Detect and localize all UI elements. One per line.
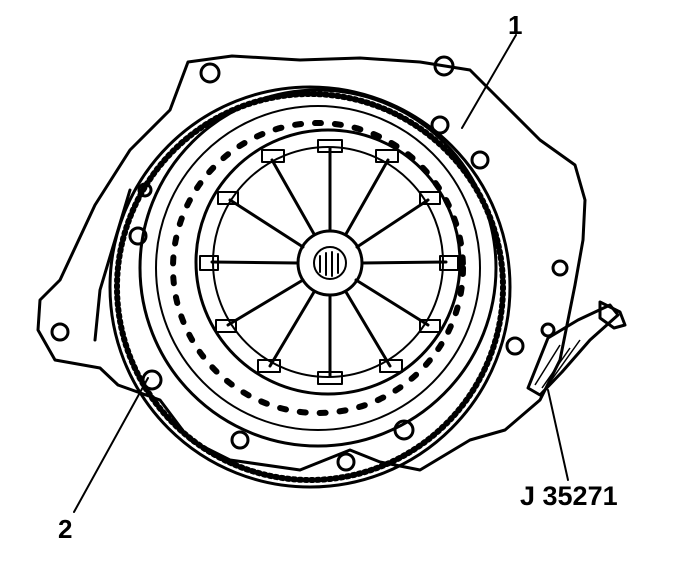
hub [296,229,364,297]
housing-bolt [540,322,556,338]
tool-number-label: J 35271 [520,481,618,511]
release-fingers [210,146,448,378]
hub-splines [319,251,339,277]
housing-bolt [433,55,455,77]
flywheel-teeth [114,91,506,483]
housing-bolt [199,62,221,84]
housing-bolt [50,322,70,342]
flywheel-ring [108,85,512,489]
pressure-plate-dash [170,120,466,416]
pressure-plate-rim [155,105,481,431]
housing-bolt [551,259,569,277]
leader-tool [547,389,569,481]
leader-2 [73,377,149,513]
pressure-plate-outer [138,88,498,448]
callout-2-label: 2 [58,514,73,544]
holding-tool [526,303,620,397]
hub-bore [313,246,347,280]
holding-tool-tip [598,300,627,330]
engine-housing [36,54,587,472]
callout-1-label: 1 [508,10,523,40]
leader-1 [461,34,517,129]
diaphragm-outer [194,128,462,396]
cover-bolts [128,115,525,472]
finger-tabs [199,139,459,385]
holding-tool-hatch [534,339,581,389]
